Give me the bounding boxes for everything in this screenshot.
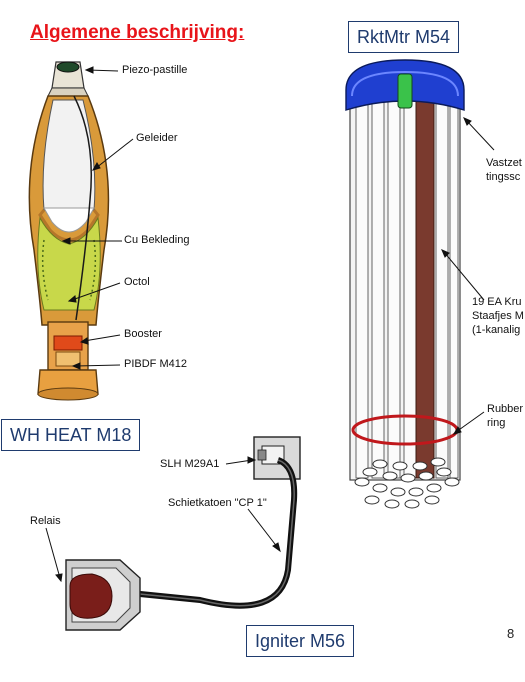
label-grains-1: 19 EA Kru xyxy=(472,296,522,308)
cp1-cord xyxy=(119,457,298,609)
copper-liner xyxy=(43,207,95,233)
cone-liner xyxy=(42,99,96,211)
label-relais: Relais xyxy=(30,515,61,527)
label-cu-bekleding: Cu Bekleding xyxy=(124,234,190,246)
igniter-title-box: Igniter M56 xyxy=(246,625,355,657)
page-number: 8 xyxy=(507,626,515,641)
conductor-wire xyxy=(73,95,93,321)
igniter-green xyxy=(397,73,413,109)
relais-charge xyxy=(69,573,113,619)
piezo-pastille-disc xyxy=(56,61,80,73)
label-rubber-1: Rubber xyxy=(487,403,524,415)
label-vastzetting-2: tingssc xyxy=(486,171,521,183)
label-vastzetting-1: Vastzet xyxy=(486,157,522,169)
grain-ends xyxy=(354,457,460,509)
label-grains-3: (1-kanalig xyxy=(472,324,521,336)
label-cord: Schietkatoen "CP 1" xyxy=(168,497,267,509)
label-slh: SLH M29A1 xyxy=(160,458,220,470)
label-booster: Booster xyxy=(124,328,162,340)
label-rubber-2: ring xyxy=(487,417,506,429)
label-octol: Octol xyxy=(124,276,150,288)
warhead-title-box: WH HEAT M18 xyxy=(1,419,141,451)
label-pibdf: PIBDF M412 xyxy=(124,358,187,370)
page-title: Algemene beschrijving: xyxy=(30,22,245,43)
booster-charge xyxy=(53,335,83,351)
label-piezo-pastille: Piezo-pastille xyxy=(122,64,188,76)
grain-center-dark xyxy=(415,91,435,479)
label-geleider: Geleider xyxy=(136,132,178,144)
label-grains-2: Staafjes M xyxy=(472,310,524,322)
motor-title-box: RktMtr M54 xyxy=(348,21,460,53)
